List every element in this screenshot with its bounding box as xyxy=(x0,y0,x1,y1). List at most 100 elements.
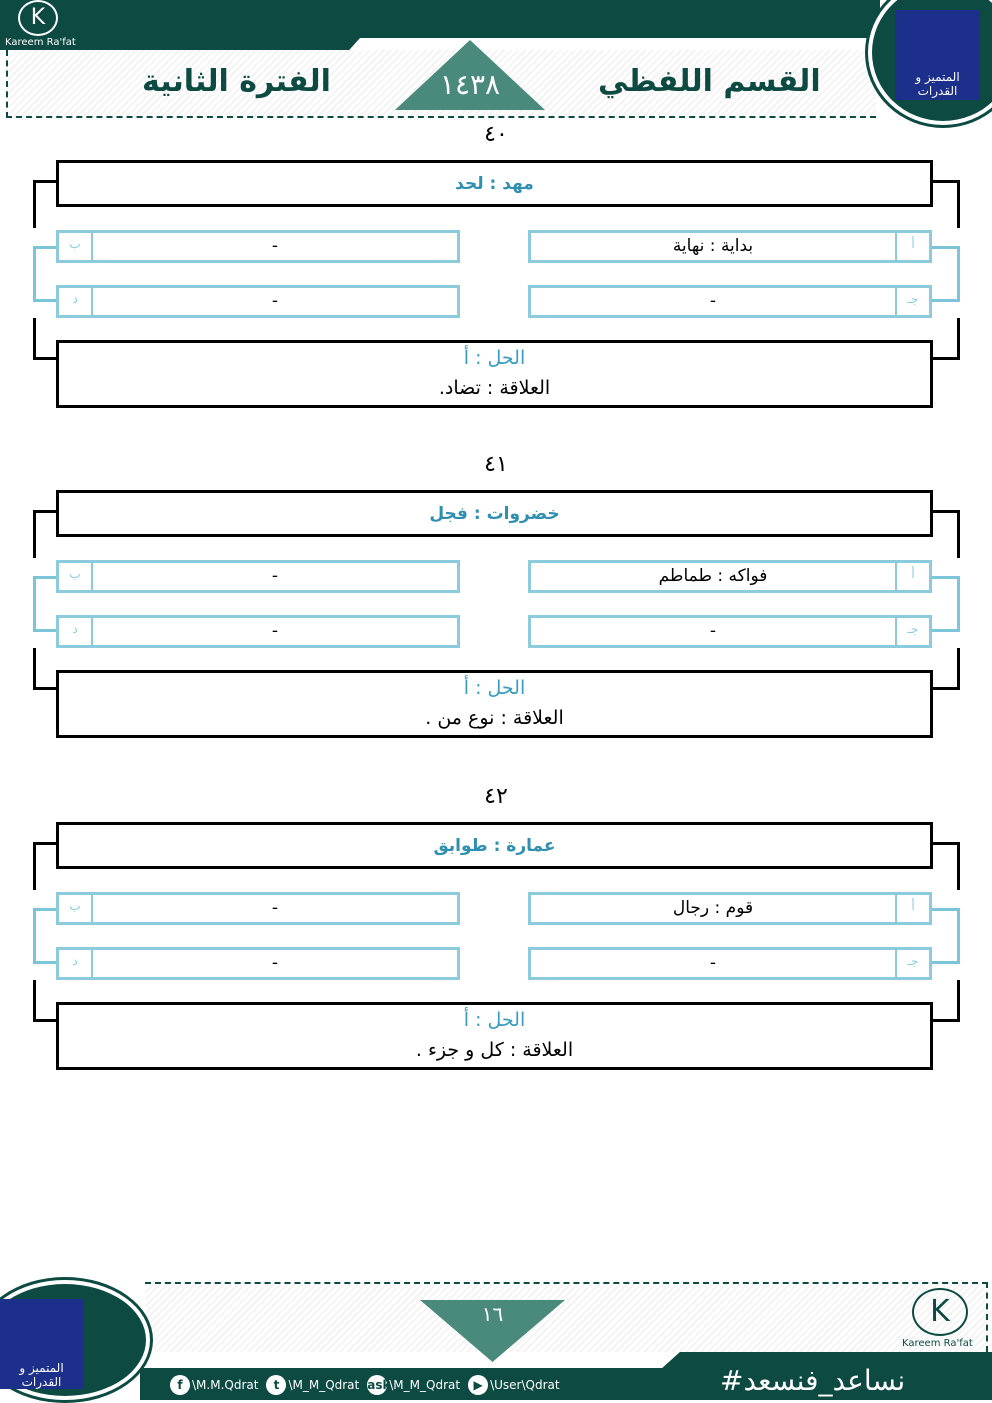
footer-notch xyxy=(660,1352,992,1370)
option-value: - xyxy=(271,898,279,918)
option-value: - xyxy=(271,566,279,586)
footer-seal-logo: المتميز و القدرات xyxy=(0,1299,84,1389)
page-footer: المتميز و القدرات ١٦ K Kareem Ra'fat f\M… xyxy=(0,1280,992,1403)
question-number: ٤٠ xyxy=(484,122,508,147)
social-handle: \M.M.Qdrat xyxy=(192,1378,259,1392)
question-number: ٤٢ xyxy=(484,784,508,809)
question-block: عمارة : طوابق أ قوم : رجال ب - جـ - د - … xyxy=(0,822,992,1072)
youtube-icon: ▶ xyxy=(468,1375,489,1395)
option-letter: جـ xyxy=(895,618,929,645)
ask-icon: ask xyxy=(367,1375,390,1395)
option-letter: جـ xyxy=(895,950,929,977)
header-notch xyxy=(0,38,360,50)
bracket-line xyxy=(33,842,57,890)
option-2[interactable]: جـ - xyxy=(528,615,932,648)
option-value: قوم : رجال xyxy=(672,898,754,918)
option-value: - xyxy=(271,236,279,256)
option-value: - xyxy=(709,291,717,311)
hashtag: #نساعد_فنسعد xyxy=(720,1364,906,1397)
question-block: مهد : لحد أ بداية : نهاية ب - جـ - د - ا… xyxy=(0,160,992,410)
answer-text: الحل : أ xyxy=(463,347,526,369)
relation-text: العلاقة : تضاد. xyxy=(438,377,551,399)
option-bracket xyxy=(932,908,960,964)
option-2[interactable]: جـ - xyxy=(528,285,932,318)
footer-seal-circle: المتميز و القدرات xyxy=(0,1280,150,1400)
option-letter: ب xyxy=(59,563,93,590)
question-number: ٤١ xyxy=(484,452,508,477)
bracket-line xyxy=(933,510,960,558)
social-link[interactable]: ask\M_M_Qdrat xyxy=(367,1375,460,1395)
header-band xyxy=(0,0,880,38)
option-3[interactable]: د - xyxy=(56,947,460,980)
option-value: - xyxy=(271,953,279,973)
answer-text: الحل : أ xyxy=(463,1009,526,1031)
kareem-logo: K xyxy=(18,0,58,36)
social-link[interactable]: t\M_M_Qdrat xyxy=(266,1375,359,1395)
option-value: بداية : نهاية xyxy=(672,236,754,256)
option-2[interactable]: جـ - xyxy=(528,947,932,980)
option-letter: د xyxy=(59,618,93,645)
option-1[interactable]: ب - xyxy=(56,892,460,925)
social-handle: \User\Qdrat xyxy=(490,1378,560,1392)
option-0[interactable]: أ فواكه : طماطم xyxy=(528,560,932,593)
seal-logo: المتميز و القدرات xyxy=(895,10,980,100)
option-value: - xyxy=(271,291,279,311)
bracket-line xyxy=(933,318,960,360)
option-letter: د xyxy=(59,950,93,977)
answer-box: الحل : أ العلاقة : تضاد. xyxy=(56,340,933,408)
logo-text: Kareem Ra'fat xyxy=(5,37,76,48)
option-letter: أ xyxy=(895,233,929,260)
option-bracket xyxy=(33,908,57,964)
option-bracket xyxy=(33,576,57,632)
bracket-line xyxy=(33,510,57,558)
relation-text: العلاقة : نوع من . xyxy=(425,707,564,729)
option-bracket xyxy=(33,246,57,302)
bracket-line xyxy=(33,318,57,360)
year-label: ١٤٣٨ xyxy=(439,68,501,101)
period-title: الفترة الثانية xyxy=(142,64,331,99)
answer-box: الحل : أ العلاقة : نوع من . xyxy=(56,670,933,738)
option-letter: ب xyxy=(59,233,93,260)
bracket-line xyxy=(933,842,960,890)
social-handle: \M_M_Qdrat xyxy=(389,1378,461,1392)
option-letter: أ xyxy=(895,895,929,922)
bracket-line xyxy=(933,980,960,1022)
option-letter: ب xyxy=(59,895,93,922)
social-link[interactable]: ▶\User\Qdrat xyxy=(468,1375,560,1395)
option-1[interactable]: ب - xyxy=(56,560,460,593)
option-value: - xyxy=(271,621,279,641)
answer-text: الحل : أ xyxy=(463,677,526,699)
option-letter: د xyxy=(59,288,93,315)
option-value: - xyxy=(709,953,717,973)
option-3[interactable]: د - xyxy=(56,615,460,648)
question-stem: خضروات : فجل xyxy=(56,490,933,537)
option-1[interactable]: ب - xyxy=(56,230,460,263)
bracket-line xyxy=(933,180,960,228)
bracket-line xyxy=(33,648,57,690)
page-header: K Kareem Ra'fat القسم اللفظي الفترة الثا… xyxy=(0,0,992,125)
answer-box: الحل : أ العلاقة : كل و جزء . xyxy=(56,1002,933,1070)
footer-logo-text: Kareem Ra'fat xyxy=(902,1338,973,1349)
footer-kareem-logo: K xyxy=(912,1288,968,1336)
social-link[interactable]: f\M.M.Qdrat xyxy=(170,1375,258,1395)
bracket-line xyxy=(33,980,57,1022)
bracket-line xyxy=(933,648,960,690)
option-value: فواكه : طماطم xyxy=(658,566,768,586)
option-bracket xyxy=(932,576,960,632)
social-handle: \M_M_Qdrat xyxy=(288,1378,360,1392)
bracket-line xyxy=(33,180,57,228)
option-0[interactable]: أ قوم : رجال xyxy=(528,892,932,925)
facebook-icon: f xyxy=(170,1375,190,1395)
question-stem: عمارة : طوابق xyxy=(56,822,933,869)
option-3[interactable]: د - xyxy=(56,285,460,318)
relation-text: العلاقة : كل و جزء . xyxy=(415,1039,574,1061)
option-letter: جـ xyxy=(895,288,929,315)
question-block: خضروات : فجل أ فواكه : طماطم ب - جـ - د … xyxy=(0,490,992,740)
footer-strip xyxy=(145,1282,988,1352)
page-number: ١٦ xyxy=(481,1302,504,1326)
section-title: القسم اللفظي xyxy=(598,64,821,99)
option-0[interactable]: أ بداية : نهاية xyxy=(528,230,932,263)
option-letter: أ xyxy=(895,563,929,590)
question-stem: مهد : لحد xyxy=(56,160,933,207)
